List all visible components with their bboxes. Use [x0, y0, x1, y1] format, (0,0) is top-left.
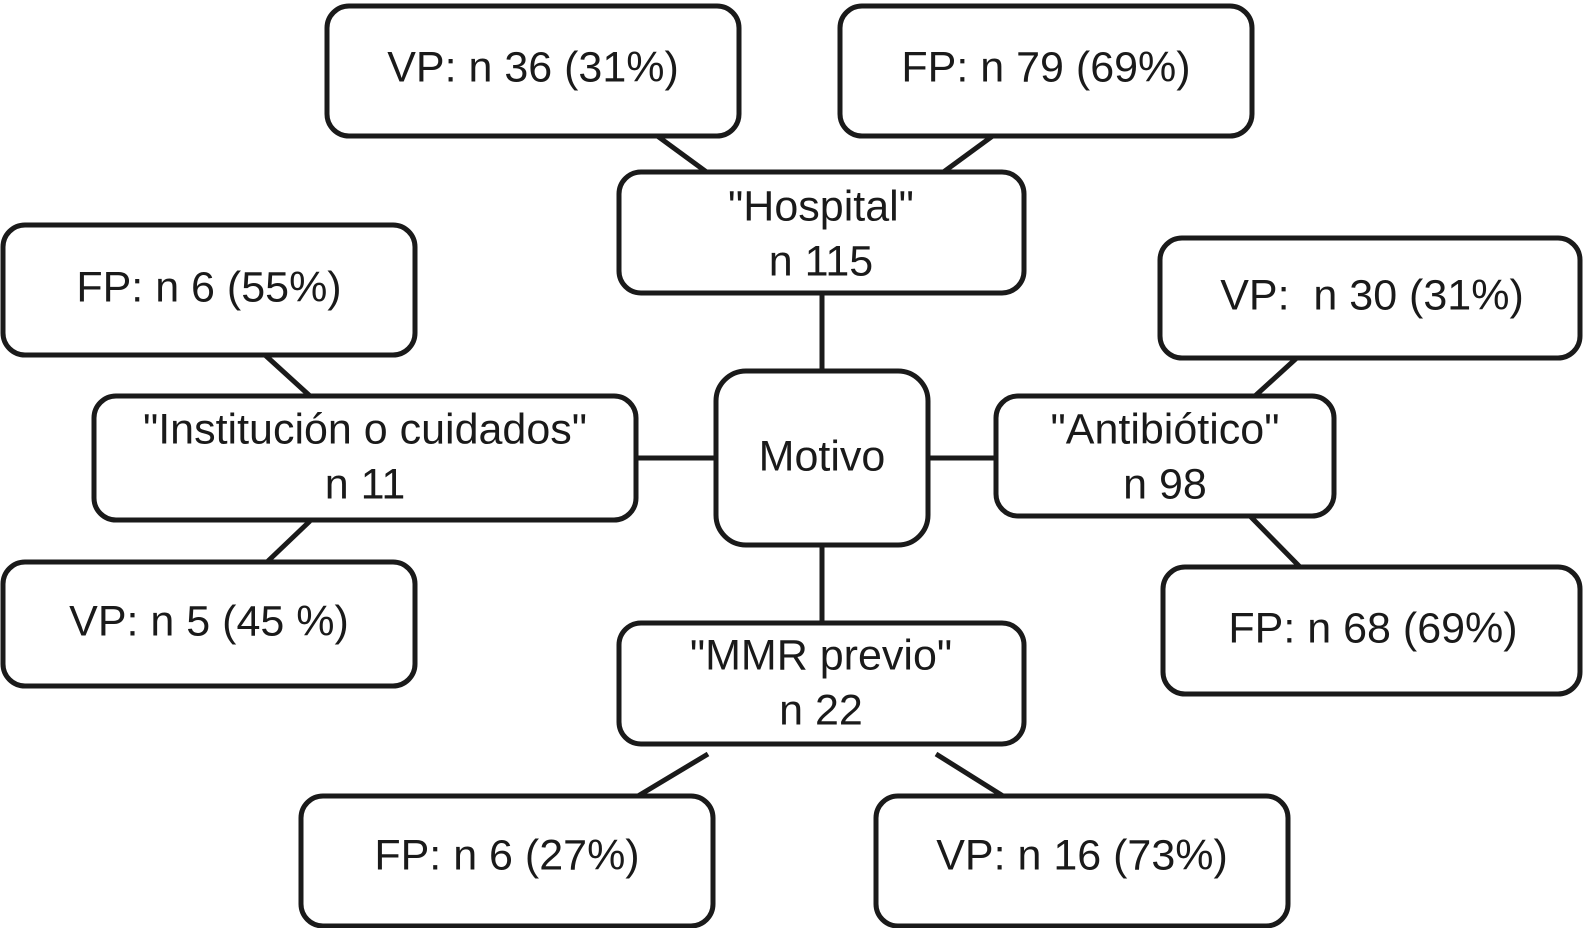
connector-hospital-vp — [654, 132, 714, 179]
node-hospital-vp-label: VP: n 36 (31%) — [387, 43, 679, 91]
connector-antibiotico-vp — [1253, 353, 1302, 398]
node-antibiotico-name: "Antibiótico" — [1051, 405, 1280, 453]
node-hospital-vp[interactable]: VP: n 36 (31%) — [324, 3, 742, 139]
node-institucion-vp-label: VP: n 5 (45 %) — [69, 597, 349, 645]
node-mmr-vp[interactable]: VP: n 16 (73%) — [873, 793, 1291, 928]
connector-antibiotico-fp — [1248, 514, 1302, 569]
node-institucion-vp-box[interactable] — [0, 559, 418, 689]
node-institucion-vp[interactable]: VP: n 5 (45 %) — [0, 559, 418, 689]
node-hospital-fp[interactable]: FP: n 79 (69%) — [837, 3, 1255, 139]
node-motivo[interactable]: Motivo — [713, 368, 931, 548]
connector-mmr-fp — [636, 751, 710, 799]
node-institucion-name: "Institución o cuidados" — [143, 405, 587, 453]
connector-institucion-vp — [265, 519, 312, 564]
node-mmr-fp-label: FP: n 6 (27%) — [374, 831, 639, 879]
node-antibiotico-vp[interactable]: VP: n 30 (31%) — [1157, 235, 1583, 361]
node-antibiotico-box[interactable] — [993, 393, 1337, 519]
node-hospital-count: n 115 — [769, 237, 873, 285]
connector-institucion-fp — [263, 353, 312, 398]
node-hospital-name: "Hospital" — [728, 182, 914, 230]
node-hospital-vp-box[interactable] — [324, 3, 742, 139]
node-mmr-fp-box[interactable] — [298, 793, 716, 928]
node-mmr-box[interactable] — [616, 620, 1027, 747]
connector-group — [263, 132, 1302, 799]
node-antibiotico-fp-box[interactable] — [1160, 564, 1583, 697]
node-antibiotico[interactable]: "Antibiótico" n 98 — [993, 393, 1337, 519]
node-hospital-fp-label: FP: n 79 (69%) — [901, 43, 1190, 91]
connector-mmr-vp — [934, 751, 1005, 799]
node-motivo-label: Motivo — [759, 432, 886, 480]
node-institucion-fp-label: FP: n 6 (55%) — [76, 263, 341, 311]
node-institucion-fp-box[interactable] — [0, 222, 418, 358]
node-hospital-box[interactable] — [616, 169, 1027, 296]
node-antibiotico-count: n 98 — [1123, 460, 1207, 508]
node-mmr-vp-label: VP: n 16 (73%) — [936, 831, 1228, 879]
node-antibiotico-vp-box[interactable] — [1157, 235, 1583, 361]
node-mmr-name: "MMR previo" — [690, 631, 952, 679]
node-hospital-fp-box[interactable] — [837, 3, 1255, 139]
node-antibiotico-vp-label: VP: n 30 (31%) — [1220, 271, 1524, 319]
node-mmr[interactable]: "MMR previo" n 22 — [616, 620, 1027, 747]
node-mmr-vp-box[interactable] — [873, 793, 1291, 928]
node-institucion-count: n 11 — [325, 460, 406, 508]
node-institucion-fp[interactable]: FP: n 6 (55%) — [0, 222, 418, 358]
node-institucion-box[interactable] — [91, 393, 639, 523]
node-antibiotico-fp-label: FP: n 68 (69%) — [1228, 604, 1517, 652]
node-mmr-count: n 22 — [779, 686, 863, 734]
connector-hospital-fp — [936, 132, 996, 179]
node-antibiotico-fp[interactable]: FP: n 68 (69%) — [1160, 564, 1583, 697]
node-hospital[interactable]: "Hospital" n 115 — [616, 169, 1027, 296]
node-institucion[interactable]: "Institución o cuidados" n 11 — [91, 393, 639, 523]
node-motivo-box[interactable] — [713, 368, 931, 548]
node-mmr-fp[interactable]: FP: n 6 (27%) — [298, 793, 716, 928]
